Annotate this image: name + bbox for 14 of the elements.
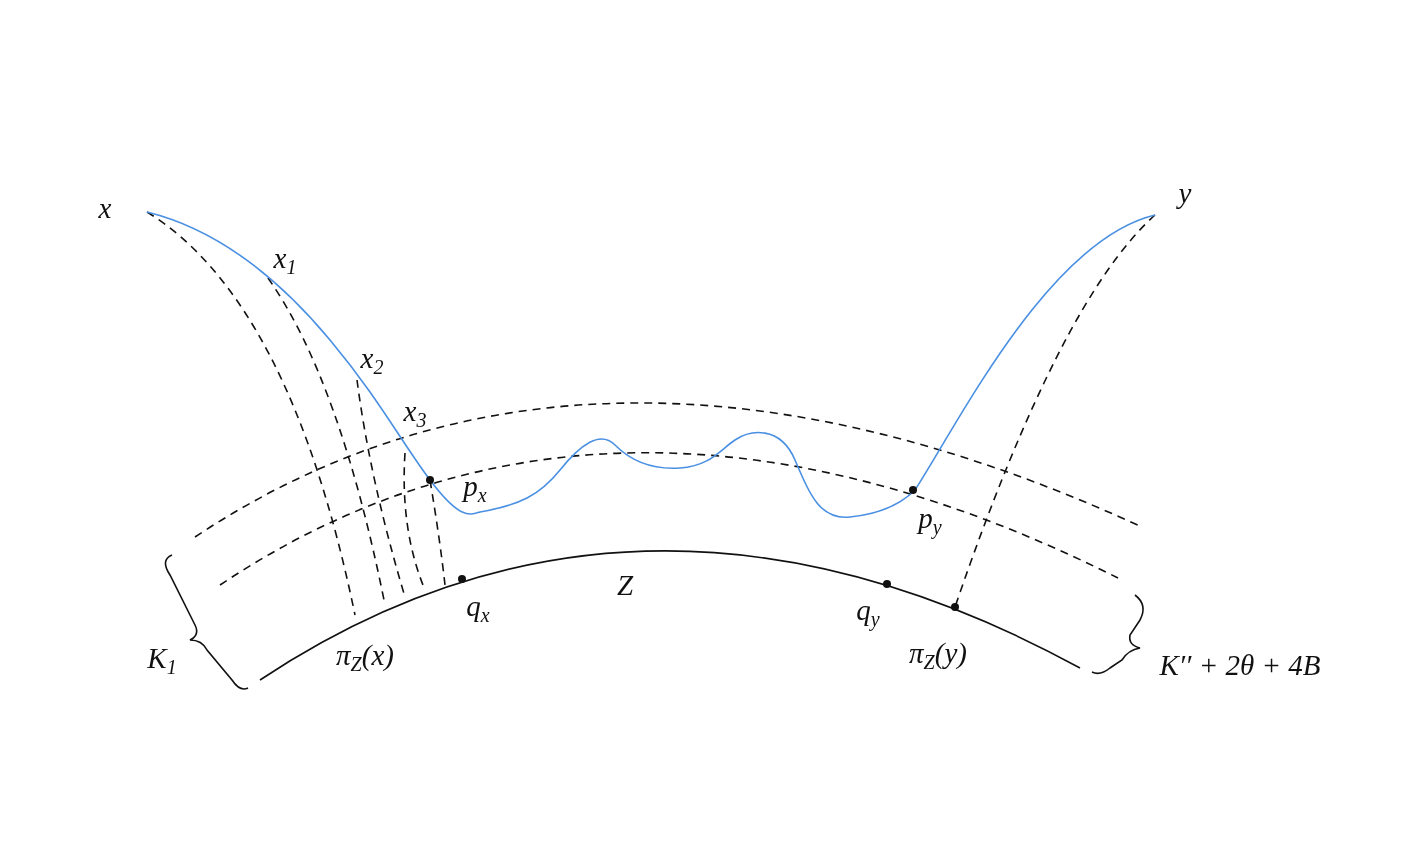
math-label: K′′ + 2θ + 4B	[1159, 650, 1321, 680]
math-label: π$_{Z}$(y)	[909, 638, 967, 672]
math-label: q$_{y}$	[856, 595, 880, 629]
math-label: p$_{x}$	[463, 471, 487, 505]
math-label: π$_{Z}$(x)	[336, 640, 394, 674]
math-label: x	[98, 193, 112, 223]
math-label: y	[1178, 178, 1192, 208]
math-label: q$_{x}$	[466, 591, 490, 625]
math-label: x$_{1}$	[273, 243, 297, 277]
math-label: Z	[616, 570, 634, 600]
math-label: p$_{y}$	[918, 503, 942, 537]
math-label: K$_{1}$	[147, 643, 177, 677]
math-label: x$_{3}$	[403, 396, 427, 430]
math-label: x$_{2}$	[360, 343, 384, 377]
